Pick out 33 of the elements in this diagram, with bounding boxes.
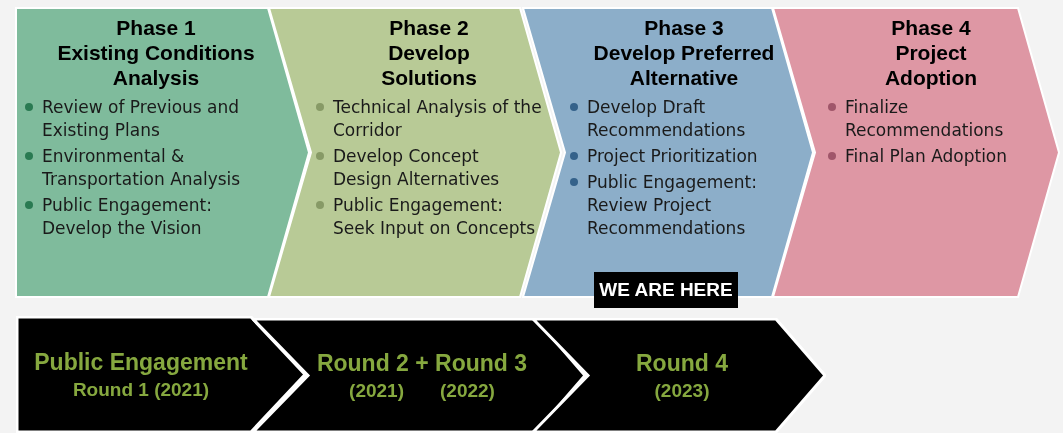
stage-title: Round 2 + Round 3 bbox=[316, 348, 528, 378]
bullet-text: Technical Analysis of the Corridor bbox=[333, 96, 542, 142]
stage-title: Round 4 bbox=[636, 348, 728, 378]
bullet-text: Public Engagement: Seek Input on Concepts bbox=[333, 194, 537, 240]
stage-date: (2022) bbox=[440, 378, 495, 403]
bullet-text: Review of Previous and Existing Plans bbox=[42, 96, 241, 142]
bullet-text: Environmental & Transportation Analysis bbox=[42, 145, 242, 191]
stage-date: (2023) bbox=[654, 378, 710, 403]
bullet-text: Finalize Recommendations bbox=[845, 96, 1005, 142]
phase-heading: Phase 2 bbox=[389, 15, 469, 40]
bullet-text: Develop Draft Recommendations bbox=[587, 96, 747, 142]
phase-heading: Existing Conditions Analysis bbox=[56, 40, 256, 90]
bullet-text: Project Prioritization bbox=[587, 145, 758, 168]
bullet-text: Final Plan Adoption bbox=[845, 145, 1008, 168]
bullet-text: Public Engagement: Develop the Vision bbox=[42, 194, 213, 240]
stage-banner bbox=[532, 318, 826, 433]
phase-heading: Phase 1 bbox=[116, 15, 196, 40]
location-tag: WE ARE HERE bbox=[594, 272, 738, 308]
bullet-text: Public Engagement: Review Project Recommendations bbox=[587, 171, 758, 240]
phase-banner bbox=[268, 7, 562, 298]
phase-banner bbox=[772, 7, 1060, 298]
phase-banner bbox=[15, 7, 310, 298]
stage-banner bbox=[252, 318, 586, 433]
stage-title: Public Engagement bbox=[34, 347, 248, 377]
stage-banner bbox=[16, 316, 306, 433]
phase-heading: Develop Solutions bbox=[380, 40, 478, 90]
phase-heading: Phase 3 bbox=[644, 15, 724, 40]
stage-date: Round 1 (2021) bbox=[72, 377, 210, 402]
bullet-text: Develop Concept Design Alternatives bbox=[333, 145, 501, 191]
phase-heading: Develop Preferred Alternative bbox=[592, 40, 776, 90]
phase-heading: Phase 4 bbox=[891, 15, 971, 40]
stage-date: (2021) bbox=[349, 378, 404, 403]
phase-heading: Project Adoption bbox=[883, 40, 979, 90]
